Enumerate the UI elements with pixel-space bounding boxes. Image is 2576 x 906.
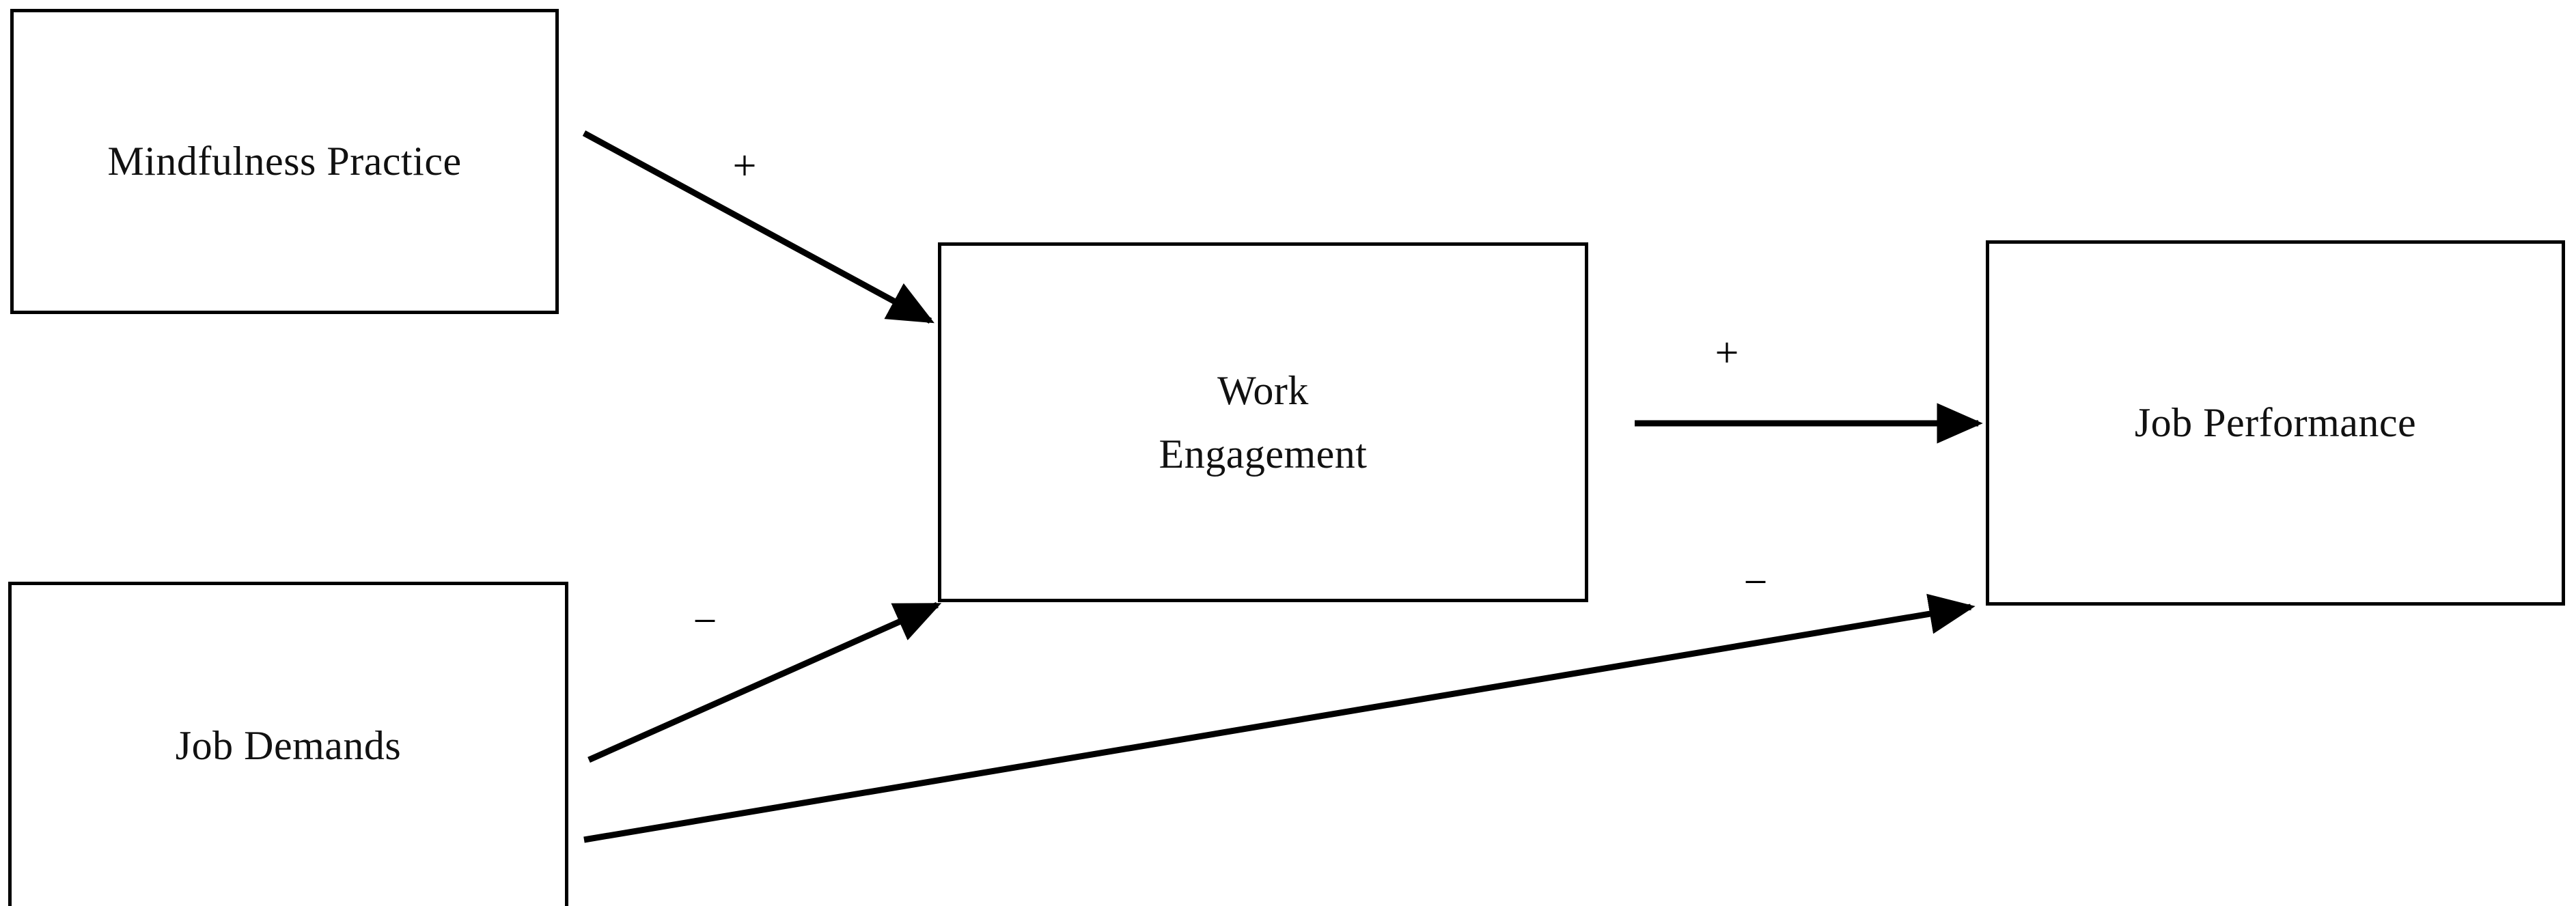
node-box-mindfulness-practice[interactable]: Mindfulness Practice bbox=[10, 9, 559, 314]
node-box-job-demands[interactable]: Job Demands bbox=[8, 582, 568, 906]
node-label-job-demands: Job Demands bbox=[175, 722, 402, 768]
edge-demands-to-engagement bbox=[587, 601, 942, 763]
node-label-mindfulness-practice: Mindfulness Practice bbox=[107, 139, 462, 184]
edge-mindfulness-to-engagement bbox=[582, 130, 934, 324]
edge-sign-engagement-to-performance: + bbox=[1715, 330, 1739, 376]
node-label-job-performance: Job Performance bbox=[2134, 400, 2417, 445]
edge-sign-mindfulness-to-engagement: + bbox=[732, 143, 757, 189]
node-box-work-engagement[interactable]: Work Engagement bbox=[938, 242, 1588, 602]
node-box-job-performance[interactable]: Job Performance bbox=[1986, 240, 2565, 606]
edge-sign-demands-to-performance: − bbox=[1743, 559, 1768, 606]
node-label-work-engagement: Work Engagement bbox=[1159, 367, 1368, 477]
edge-demands-to-performance bbox=[583, 593, 1976, 843]
edge-sign-demands-to-engagement: − bbox=[693, 598, 717, 645]
